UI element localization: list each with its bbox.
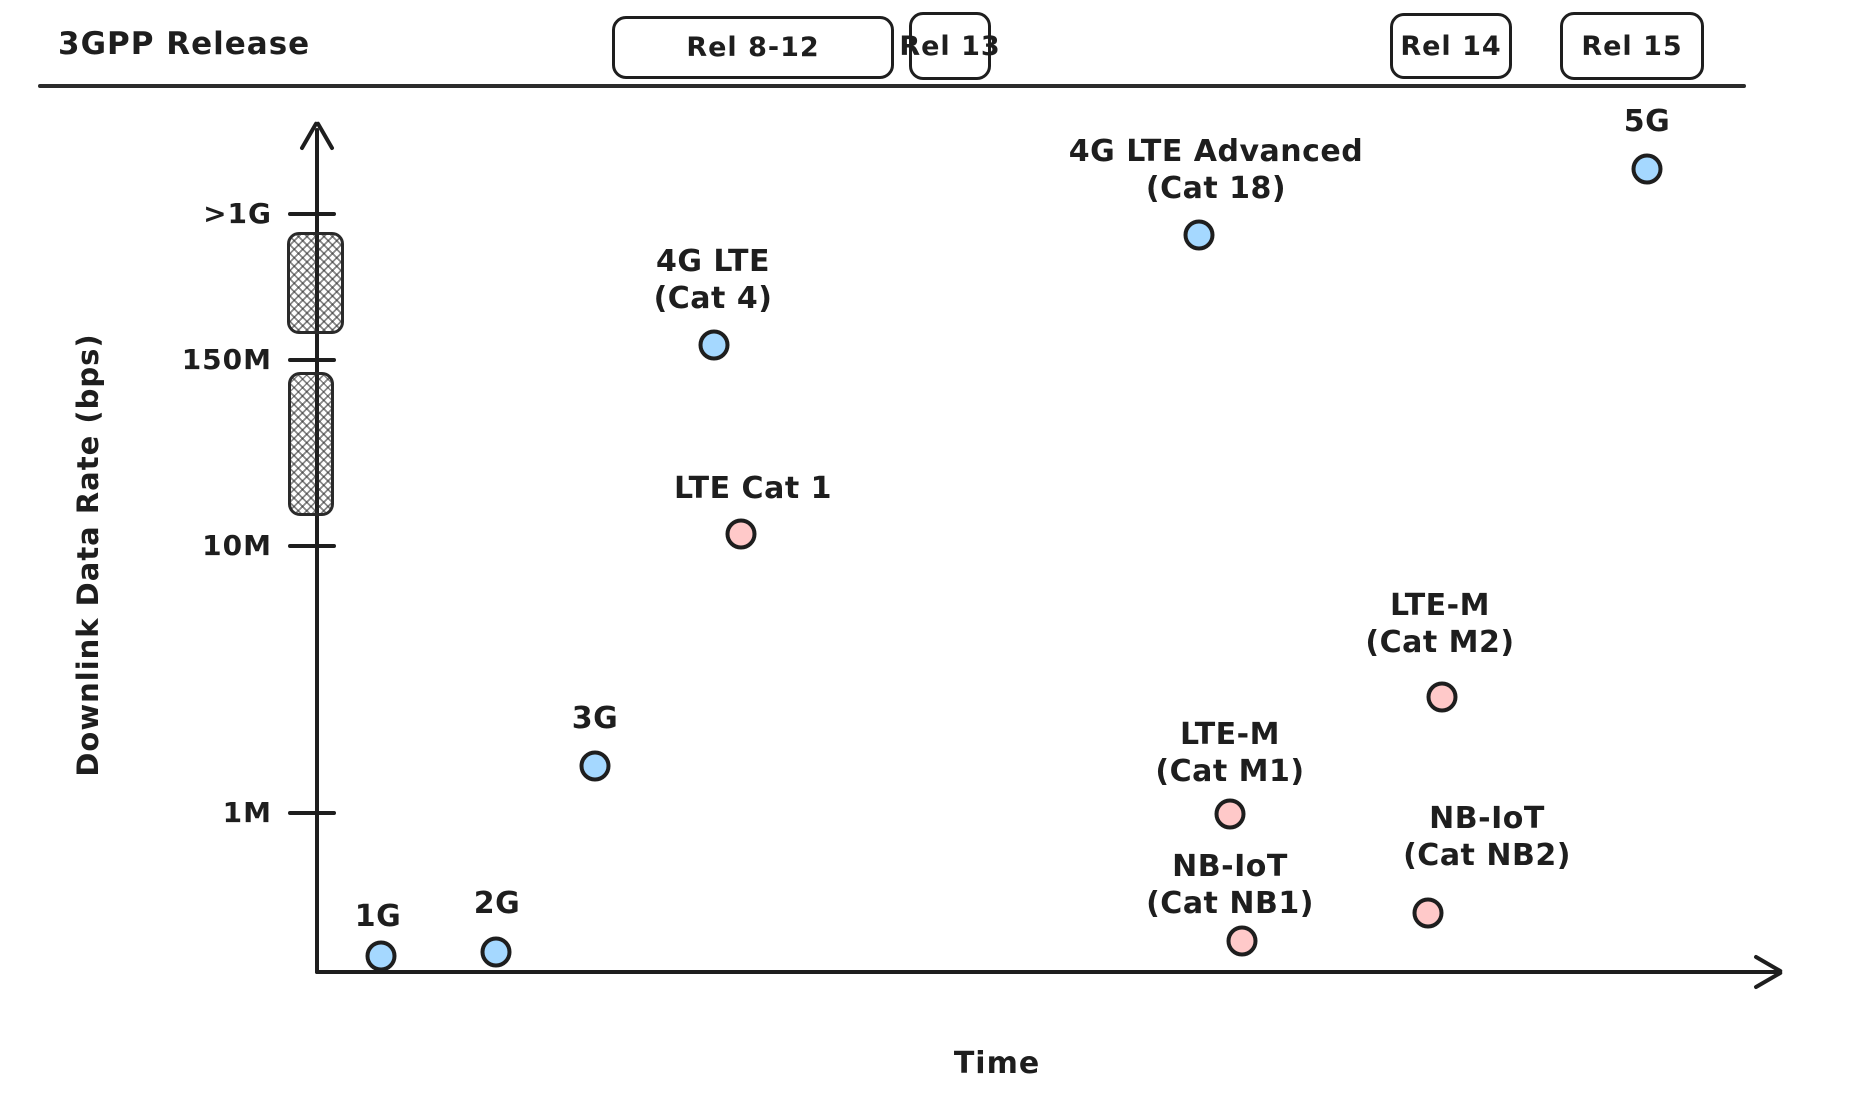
data-point-label-line: 5G xyxy=(1623,104,1671,139)
data-point-nb-iot-cat-nb1- xyxy=(1226,925,1258,957)
release-box-rel-8-12: Rel 8-12 xyxy=(612,16,894,79)
data-point-label-line: 2G xyxy=(473,886,521,921)
data-point-label: NB-IoT(Cat NB1) xyxy=(1146,848,1314,922)
data-point-1g xyxy=(365,940,397,972)
data-point-label-line: NB-IoT xyxy=(1172,849,1288,884)
data-point-label-line: LTE-M xyxy=(1390,588,1490,623)
data-point-label-line: (Cat M1) xyxy=(1155,754,1305,789)
data-point-label: NB-IoT(Cat NB2) xyxy=(1403,800,1571,874)
data-point-label: LTE-M(Cat M2) xyxy=(1365,587,1514,661)
y-tick-label: 10M xyxy=(202,529,272,562)
x-axis-title: Time xyxy=(953,1046,1041,1081)
y-axis-line xyxy=(315,128,319,974)
data-point-5g xyxy=(1631,153,1663,185)
header-separator-line xyxy=(38,84,1746,88)
y-tick-label: >1G xyxy=(203,197,272,230)
y-tick-label: 150M xyxy=(181,343,272,376)
data-point-label: 4G LTE Advanced(Cat 18) xyxy=(1069,133,1363,207)
data-point-label: 1G xyxy=(355,898,402,935)
x-axis-line xyxy=(315,970,1782,974)
data-point-label-line: (Cat M2) xyxy=(1365,625,1515,660)
data-point-label: 3G xyxy=(572,700,619,737)
data-point-label: LTE-M(Cat M1) xyxy=(1155,716,1304,790)
data-point-label-line: LTE-M xyxy=(1180,717,1280,752)
axis-break-hatch xyxy=(288,372,334,516)
data-point-label-line: (Cat NB1) xyxy=(1146,886,1314,921)
release-box-rel-15: Rel 15 xyxy=(1560,12,1704,80)
y-tick-mark xyxy=(288,811,336,815)
data-point-lte-m-cat-m2- xyxy=(1426,681,1458,713)
data-point-nb-iot-cat-nb2- xyxy=(1412,897,1444,929)
data-point-label-line: (Cat NB2) xyxy=(1403,838,1571,873)
release-box-rel-14: Rel 14 xyxy=(1390,13,1512,79)
y-tick-mark xyxy=(288,544,336,548)
data-point-lte-cat-1 xyxy=(725,518,757,550)
header-title: 3GPP Release xyxy=(58,26,311,62)
data-point-2g xyxy=(480,936,512,968)
release-box-rel-13: Rel 13 xyxy=(899,12,1000,80)
release-box-label: Rel 8-12 xyxy=(686,32,820,63)
release-box-label: Rel 13 xyxy=(899,30,1001,62)
data-point-label: LTE Cat 1 xyxy=(674,470,832,507)
data-point-label-line: (Cat 4) xyxy=(653,281,773,316)
y-tick-mark xyxy=(288,358,336,362)
y-tick-label: 1M xyxy=(222,796,272,829)
data-point-label-line: 3G xyxy=(571,701,619,736)
y-tick-mark xyxy=(288,212,336,216)
data-point-3g xyxy=(579,750,611,782)
data-point-label-line: 4G LTE Advanced xyxy=(1068,134,1364,169)
data-point-label: 2G xyxy=(474,885,521,922)
data-point-label: 5G xyxy=(1624,103,1671,140)
data-point-4g-lte-advanced-cat-18- xyxy=(1183,219,1215,251)
y-axis-title: Downlink Data Rate (bps) xyxy=(71,333,105,777)
data-point-label-line: LTE Cat 1 xyxy=(674,471,832,506)
release-box-label: Rel 15 xyxy=(1581,30,1683,62)
data-point-lte-m-cat-m1- xyxy=(1214,798,1246,830)
data-point-label-line: 4G LTE xyxy=(655,244,771,279)
data-point-label: 4G LTE(Cat 4) xyxy=(654,243,773,317)
release-box-label: Rel 14 xyxy=(1400,30,1502,62)
data-point-label-line: 1G xyxy=(354,899,402,934)
axis-break-hatch xyxy=(287,232,344,334)
data-point-label-line: NB-IoT xyxy=(1429,801,1545,836)
data-point-4g-lte-cat-4- xyxy=(698,329,730,361)
data-point-label-line: (Cat 18) xyxy=(1145,171,1287,206)
